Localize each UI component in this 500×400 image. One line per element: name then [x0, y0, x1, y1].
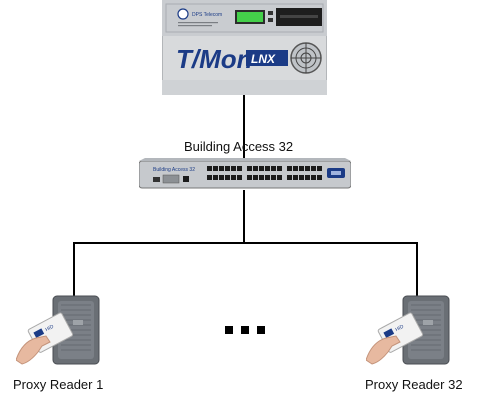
- switch-to-bus-line: [243, 190, 245, 243]
- bus-to-reader-32-line: [416, 242, 418, 304]
- switch-caption: Building Access 32: [184, 139, 294, 154]
- reader-1-label: Proxy Reader 1: [13, 377, 104, 392]
- reader-32-label: Proxy Reader 32: [365, 377, 463, 392]
- bus-to-reader-1-line: [73, 242, 75, 304]
- tmon-controller-icon: DPS Telecom T/Mon LNX: [162, 0, 327, 95]
- proximity-reader-icon-32: HID: [366, 295, 450, 365]
- ellipsis-dot: [241, 326, 249, 334]
- switch-panel-text: Building Access 32: [153, 167, 195, 173]
- reader-1-card-text: HID: [44, 324, 55, 334]
- brand-prefix-text: T/Mon: [176, 44, 253, 74]
- switch-ports: [207, 166, 322, 180]
- proximity-reader-icon-1: HID: [16, 295, 100, 365]
- ellipsis-dot: [225, 326, 233, 334]
- controller-to-switch-line: [243, 94, 245, 158]
- ellipsis-dot: [257, 326, 265, 334]
- bus-line: [73, 242, 418, 244]
- ellipsis-icon: [225, 326, 265, 334]
- brand-suffix-text: LNX: [251, 52, 276, 66]
- vendor-text: DPS Telecom: [192, 12, 222, 18]
- reader-32-card-text: HID: [394, 324, 405, 334]
- network-switch-icon: Building Access 32: [139, 158, 351, 189]
